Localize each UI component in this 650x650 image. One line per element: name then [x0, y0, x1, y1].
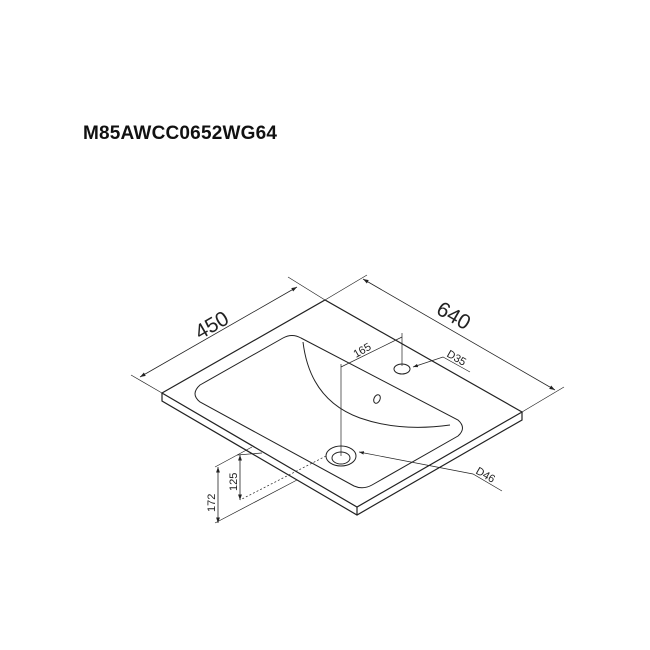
basin-outline [194, 335, 463, 489]
basin-curve [302, 341, 451, 428]
slab-edge [161, 393, 523, 516]
model-title: M85AWCC0652WG64 [83, 123, 278, 144]
label-d46: D46 [474, 465, 497, 485]
dim-line-640 [362, 278, 556, 391]
overflow-hole [373, 394, 381, 404]
dim-line-165 [340, 336, 403, 368]
leader-d35 [412, 356, 471, 373]
label-d35: D35 [445, 348, 468, 368]
dim-label-172: 172 [206, 494, 218, 512]
leader-d46 [358, 451, 503, 492]
dim-label-640: 640 [433, 297, 475, 334]
dim-label-165: 165 [352, 341, 374, 361]
dim-label-125: 125 [228, 473, 240, 491]
dim-label-450: 450 [191, 307, 233, 344]
dim-line-450 [139, 286, 298, 378]
